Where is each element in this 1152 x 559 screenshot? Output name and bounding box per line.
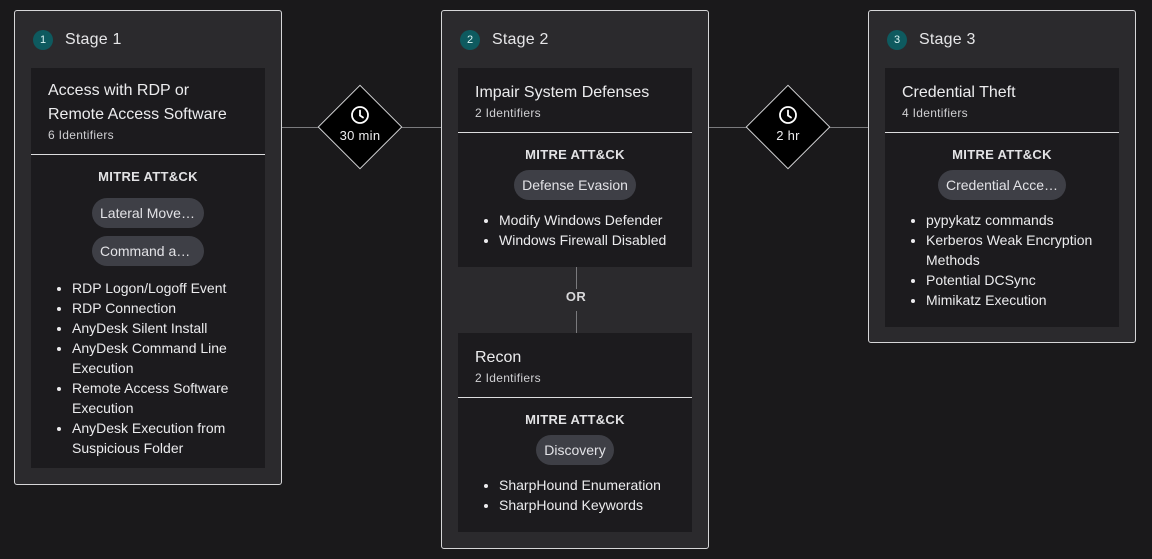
clock-icon	[779, 106, 797, 124]
stage-2-panel[interactable]: 2 Stage 2 Impair System Defenses 2 Ident…	[441, 10, 709, 549]
stage-header: 3 Stage 3	[887, 28, 976, 52]
list-item: Modify Windows Defender	[499, 210, 678, 230]
or-connector-top	[576, 267, 577, 289]
stage-number-badge: 3	[887, 30, 907, 50]
identifier-count: 2 Identifiers	[475, 371, 541, 385]
stage-title: Stage 1	[65, 31, 122, 48]
identifier-count: 4 Identifiers	[902, 106, 968, 120]
technique-card-credential-theft[interactable]: Credential Theft 4 Identifiers MITRE ATT…	[885, 68, 1119, 327]
list-item: RDP Logon/Logoff Event	[72, 278, 251, 298]
stage-title: Stage 2	[492, 31, 549, 48]
card-title: Credential Theft	[902, 84, 1016, 101]
card-title-line2: Remote Access Software	[48, 106, 227, 123]
or-connector-bottom	[576, 311, 577, 333]
list-item: AnyDesk Silent Install	[72, 318, 251, 338]
time-label: 30 min	[339, 128, 381, 143]
list-item: SharpHound Keywords	[499, 495, 678, 515]
card-title: Recon	[475, 349, 522, 366]
mitre-label: MITRE ATT&CK	[525, 147, 625, 162]
list-item: Kerberos Weak Encryption Methods	[926, 230, 1105, 270]
or-label: OR	[565, 289, 587, 304]
list-item: Mimikatz Execution	[926, 290, 1105, 310]
tactic-list: Defense Evasion	[458, 162, 692, 200]
stage-number-badge: 2	[460, 30, 480, 50]
list-item: Potential DCSync	[926, 270, 1105, 290]
card-divider	[31, 154, 265, 155]
list-item: Remote Access Software Execution	[72, 378, 251, 418]
stage-3-panel[interactable]: 3 Stage 3 Credential Theft 4 Identifiers…	[868, 10, 1136, 343]
stage-header: 1 Stage 1	[33, 28, 122, 52]
card-divider	[458, 132, 692, 133]
list-item: AnyDesk Command Line Execution	[72, 338, 251, 378]
list-item: pypykatz commands	[926, 210, 1105, 230]
tactic-pill-lateral-movement[interactable]: Lateral Movement	[92, 198, 204, 228]
card-header: Access with RDP or Remote Access Softwar…	[31, 68, 265, 154]
stage-title: Stage 3	[919, 31, 976, 48]
tactic-list: Credential Acce…	[885, 162, 1119, 200]
technique-card-rdp-access[interactable]: Access with RDP or Remote Access Softwar…	[31, 68, 265, 468]
mitre-label: MITRE ATT&CK	[952, 147, 1052, 162]
list-item: RDP Connection	[72, 298, 251, 318]
technique-card-recon[interactable]: Recon 2 Identifiers MITRE ATT&CK Discove…	[458, 333, 692, 532]
transition-2-hr: 2 hr	[745, 84, 831, 170]
transition-30-min: 30 min	[317, 84, 403, 170]
list-item: Windows Firewall Disabled	[499, 230, 678, 250]
card-title-line1: Access with RDP or	[48, 82, 190, 99]
tactic-pill-command-and-control[interactable]: Command and …	[92, 236, 204, 266]
card-header: Credential Theft 4 Identifiers	[885, 68, 1119, 132]
card-header: Impair System Defenses 2 Identifiers	[458, 68, 692, 132]
mitre-label: MITRE ATT&CK	[98, 169, 198, 184]
identifier-list: Modify Windows Defender Windows Firewall…	[458, 210, 692, 250]
identifier-list: RDP Logon/Logoff Event RDP Connection An…	[31, 278, 265, 458]
tactic-pill-defense-evasion[interactable]: Defense Evasion	[514, 170, 636, 200]
card-divider	[458, 397, 692, 398]
tactic-pill-credential-access[interactable]: Credential Acce…	[937, 170, 1067, 200]
stage-header: 2 Stage 2	[460, 28, 549, 52]
identifier-count: 2 Identifiers	[475, 106, 541, 120]
tactic-list: Lateral Movement Command and …	[31, 190, 265, 266]
identifier-list: SharpHound Enumeration SharpHound Keywor…	[458, 475, 692, 515]
time-label: 2 hr	[776, 128, 800, 143]
stage-number-badge: 1	[33, 30, 53, 50]
stage-1-panel[interactable]: 1 Stage 1 Access with RDP or Remote Acce…	[14, 10, 282, 485]
card-title: Impair System Defenses	[475, 84, 650, 101]
clock-icon	[351, 106, 369, 124]
list-item: SharpHound Enumeration	[499, 475, 678, 495]
tactic-list: Discovery	[458, 427, 692, 465]
mitre-label: MITRE ATT&CK	[525, 412, 625, 427]
identifier-count: 6 Identifiers	[48, 128, 114, 142]
technique-card-impair-defenses[interactable]: Impair System Defenses 2 Identifiers MIT…	[458, 68, 692, 267]
identifier-list: pypykatz commands Kerberos Weak Encrypti…	[885, 210, 1119, 310]
card-header: Recon 2 Identifiers	[458, 333, 692, 397]
card-divider	[885, 132, 1119, 133]
tactic-pill-discovery[interactable]: Discovery	[536, 435, 614, 465]
list-item: AnyDesk Execution from Suspicious Folder	[72, 418, 251, 458]
